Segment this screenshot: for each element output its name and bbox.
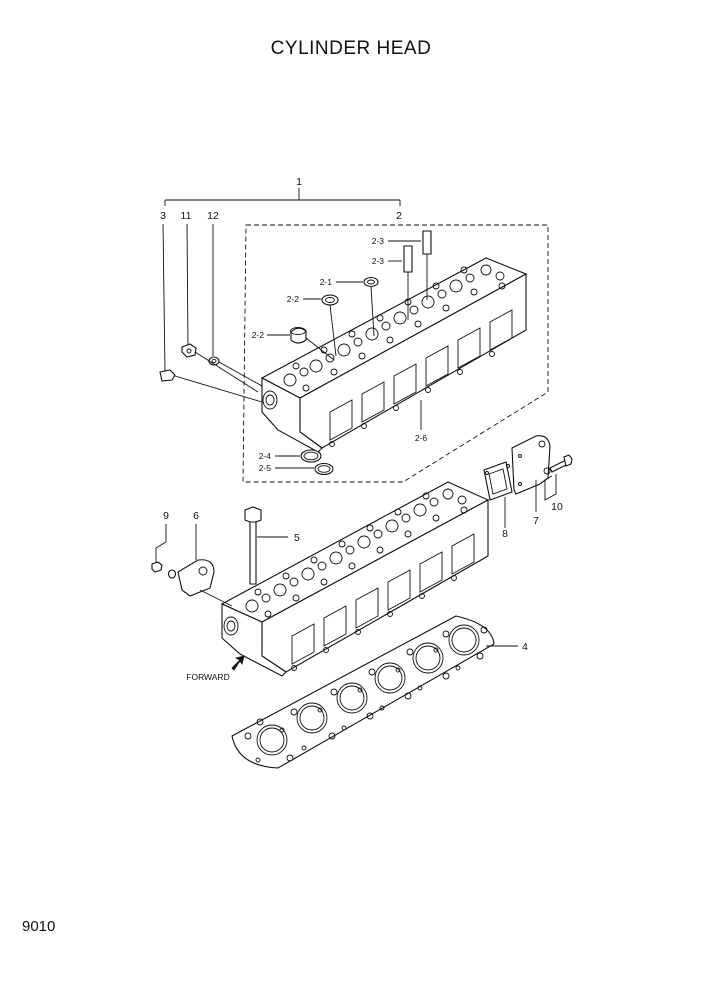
- assembly-2-dashed-box: [242, 224, 549, 483]
- page-title: CYLINDER HEAD: [270, 38, 432, 59]
- callout-3: 3: [160, 210, 166, 222]
- lower-cylinder-head: [220, 481, 490, 677]
- callout-10: 10: [551, 501, 563, 513]
- insert-2-2b: [290, 327, 307, 344]
- leader-3-to-head: [174, 375, 263, 403]
- leader-10-bracket: [544, 474, 557, 501]
- plug-3: [159, 369, 176, 382]
- leader-11-to-head: [194, 351, 259, 393]
- callout-1-bracket: [164, 188, 401, 206]
- leader-2-2a-down: [329, 304, 337, 357]
- callout-2-3a: 2-3: [372, 236, 385, 246]
- callout-11: 11: [181, 210, 192, 222]
- hanger-bracket-6: [177, 559, 215, 597]
- leader-2-1-down: [370, 286, 375, 337]
- bolt-10: [543, 454, 573, 475]
- bolt-11: [181, 343, 197, 358]
- leader-9: [155, 524, 167, 562]
- leader-12-to-head: [218, 361, 263, 387]
- callout-2-4: 2-4: [259, 451, 272, 461]
- callout-6: 6: [193, 510, 199, 522]
- callout-2-2a: 2-2: [287, 294, 300, 304]
- callout-2-2b: 2-2: [252, 330, 265, 340]
- dowel-2-3b: [403, 245, 413, 273]
- callout-5: 5: [294, 532, 300, 544]
- bolt-9: [151, 561, 177, 579]
- callout-2-1: 2-1: [320, 277, 333, 287]
- leader-6-to-head: [199, 589, 233, 607]
- ring-2-5: [314, 462, 334, 476]
- callout-2-3b: 2-3: [372, 256, 385, 266]
- ring-2-4: [300, 449, 322, 463]
- callout-2: 2: [396, 210, 402, 222]
- gasket-8: [483, 461, 513, 501]
- page-code: 9010: [22, 918, 56, 935]
- forward-arrow-icon: [231, 655, 245, 671]
- leader-3: [162, 223, 166, 373]
- callout-12: 12: [207, 210, 219, 222]
- cover-plate-7: [511, 435, 551, 495]
- callout-1: 1: [296, 176, 302, 188]
- upper-cylinder-head: [260, 257, 528, 453]
- seal-2-1: [363, 276, 379, 288]
- leader-11: [186, 223, 189, 347]
- callout-9: 9: [163, 510, 169, 522]
- ring-2-2a: [321, 294, 339, 306]
- forward-label: FORWARD: [186, 672, 229, 682]
- callout-4: 4: [522, 641, 528, 653]
- head-gasket-4: [231, 615, 495, 769]
- callout-2-5: 2-5: [259, 463, 272, 473]
- dowel-2-3a: [422, 230, 432, 255]
- callout-8: 8: [502, 528, 508, 540]
- leader-2-2b-to-head: [305, 337, 335, 361]
- head-bolt-5: [244, 506, 262, 585]
- callout-2-6: 2-6: [415, 433, 428, 443]
- callout-7: 7: [533, 515, 539, 527]
